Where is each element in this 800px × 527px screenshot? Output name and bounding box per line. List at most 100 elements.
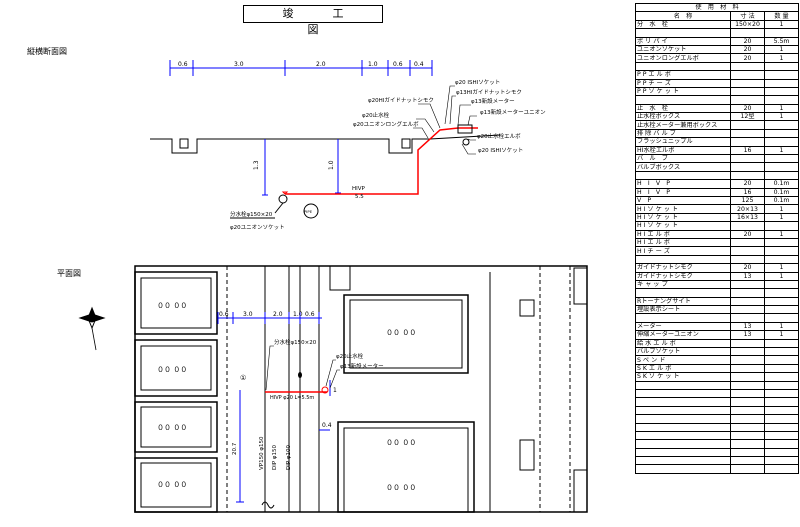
material-qty [764, 162, 799, 172]
material-name: H I ソ ケ ッ ト [635, 221, 731, 231]
plan-view: ００ ００ ００ ００ ００ ００ ００ ００ ００ ００ ００ ００ ００ ０… [78, 265, 588, 513]
material-name: HI水栓エルボ [635, 145, 731, 156]
material-size [730, 128, 765, 139]
material-qty: 1 [764, 271, 799, 281]
material-name: P P エ ル ボ [635, 70, 731, 80]
material-size [730, 414, 765, 424]
material-qty [764, 456, 799, 466]
material-name: メーター [635, 321, 731, 332]
material-qty [764, 414, 799, 424]
material-name: 分 水 栓 [635, 19, 731, 30]
table-row: P P ソ ケ ッ ト [635, 86, 799, 97]
material-qty [764, 170, 799, 181]
material-size: 13 [730, 321, 765, 332]
material-qty [764, 355, 799, 365]
table-row [635, 464, 799, 474]
material-qty: 1 [764, 103, 799, 114]
material-size [730, 338, 765, 349]
callout-9: φ20 ISHIソケット [478, 147, 523, 154]
material-size [730, 397, 765, 407]
plan-callout-2: φ20止水栓 [336, 352, 364, 360]
material-size [730, 464, 765, 474]
material-name: バ ル ブ [635, 154, 731, 164]
material-qty: 1 [764, 321, 799, 332]
material-name: S K エ ル ボ [635, 363, 731, 374]
material-name [635, 95, 731, 105]
section-dim-4: 1.0 [368, 61, 378, 68]
material-qty [764, 120, 799, 130]
material-size [730, 221, 765, 231]
table-row [635, 170, 799, 181]
material-size [730, 372, 765, 382]
section-dimension-line [169, 60, 433, 76]
plan-dimension-line [217, 312, 331, 503]
table-row: バ ル ブ [635, 154, 799, 164]
callout-2: φ20HIガイドナットシモク [368, 96, 434, 104]
material-size [730, 170, 765, 181]
material-qty [764, 128, 799, 139]
table-row: フラッシュニップル [635, 137, 799, 147]
material-size [730, 28, 765, 38]
material-name: S ベ ン ド [635, 355, 731, 365]
table-row: H I エ ル ボ [635, 237, 799, 248]
material-qty [764, 397, 799, 407]
material-size: 20 [730, 263, 765, 273]
material-qty [764, 296, 799, 307]
table-row: H I チ ー ズ [635, 246, 799, 256]
meter-node [462, 138, 470, 146]
material-size: 20 [730, 229, 765, 239]
material-qty [764, 447, 799, 458]
material-qty [764, 237, 799, 248]
road-lines [226, 266, 571, 512]
material-name [635, 254, 731, 265]
plan-vertical-label-4: DIP φ100 [286, 444, 292, 470]
material-qty [764, 154, 799, 164]
plan-dim-5: 0.6 [305, 311, 315, 318]
table-row [635, 439, 799, 449]
material-name: 伸縮メーターユニオン [635, 330, 731, 340]
material-qty [764, 346, 799, 357]
material-size: 13 [730, 330, 765, 340]
section-dim-2: 3.0 [234, 61, 244, 68]
material-size [730, 380, 765, 390]
material-size [730, 296, 765, 307]
callout-1: φ20 ISHIソケット [455, 79, 500, 86]
table-row: バルブボックス [635, 162, 799, 172]
hydrant-symbol [298, 372, 302, 378]
table-row: 埋設表示シート [635, 305, 799, 315]
material-name: H I エ ル ボ [635, 237, 731, 248]
callout-8: φ20止水栓エルボ [477, 132, 521, 140]
material-size [730, 388, 765, 399]
table-row: 排 除 バ ル ブ [635, 128, 799, 139]
lot-label-3: ００ ００ [157, 424, 187, 432]
section-dim-1: 0.6 [178, 61, 188, 68]
section-dim-3: 2.0 [316, 61, 326, 68]
material-size: 13 [730, 271, 765, 281]
callout-4: φ13新設メーター [471, 97, 515, 105]
material-name: キ ャ ッ プ [635, 279, 731, 290]
material-size [730, 120, 765, 130]
material-size [730, 355, 765, 365]
lot-label-2: ００ ００ [157, 366, 187, 374]
table-row: S K ソ ケ ッ ト [635, 372, 799, 382]
section-dim-6: 0.4 [414, 61, 424, 68]
table-row [635, 405, 799, 416]
material-size [730, 313, 765, 323]
material-size [730, 279, 765, 290]
material-size: 20 [730, 53, 765, 63]
material-name: ユニオンソケット [635, 44, 731, 55]
plan-vertical-label-3: DIP φ150 [272, 444, 278, 470]
material-qty: 0.1m [764, 187, 799, 198]
material-size [730, 346, 765, 357]
material-name [635, 28, 731, 38]
material-qty [764, 405, 799, 416]
materials-table-title: 使 用 材 料 [635, 2, 799, 13]
material-size [730, 86, 765, 97]
material-size [730, 363, 765, 374]
material-size: 16×13 [730, 212, 765, 223]
material-qty [764, 422, 799, 432]
